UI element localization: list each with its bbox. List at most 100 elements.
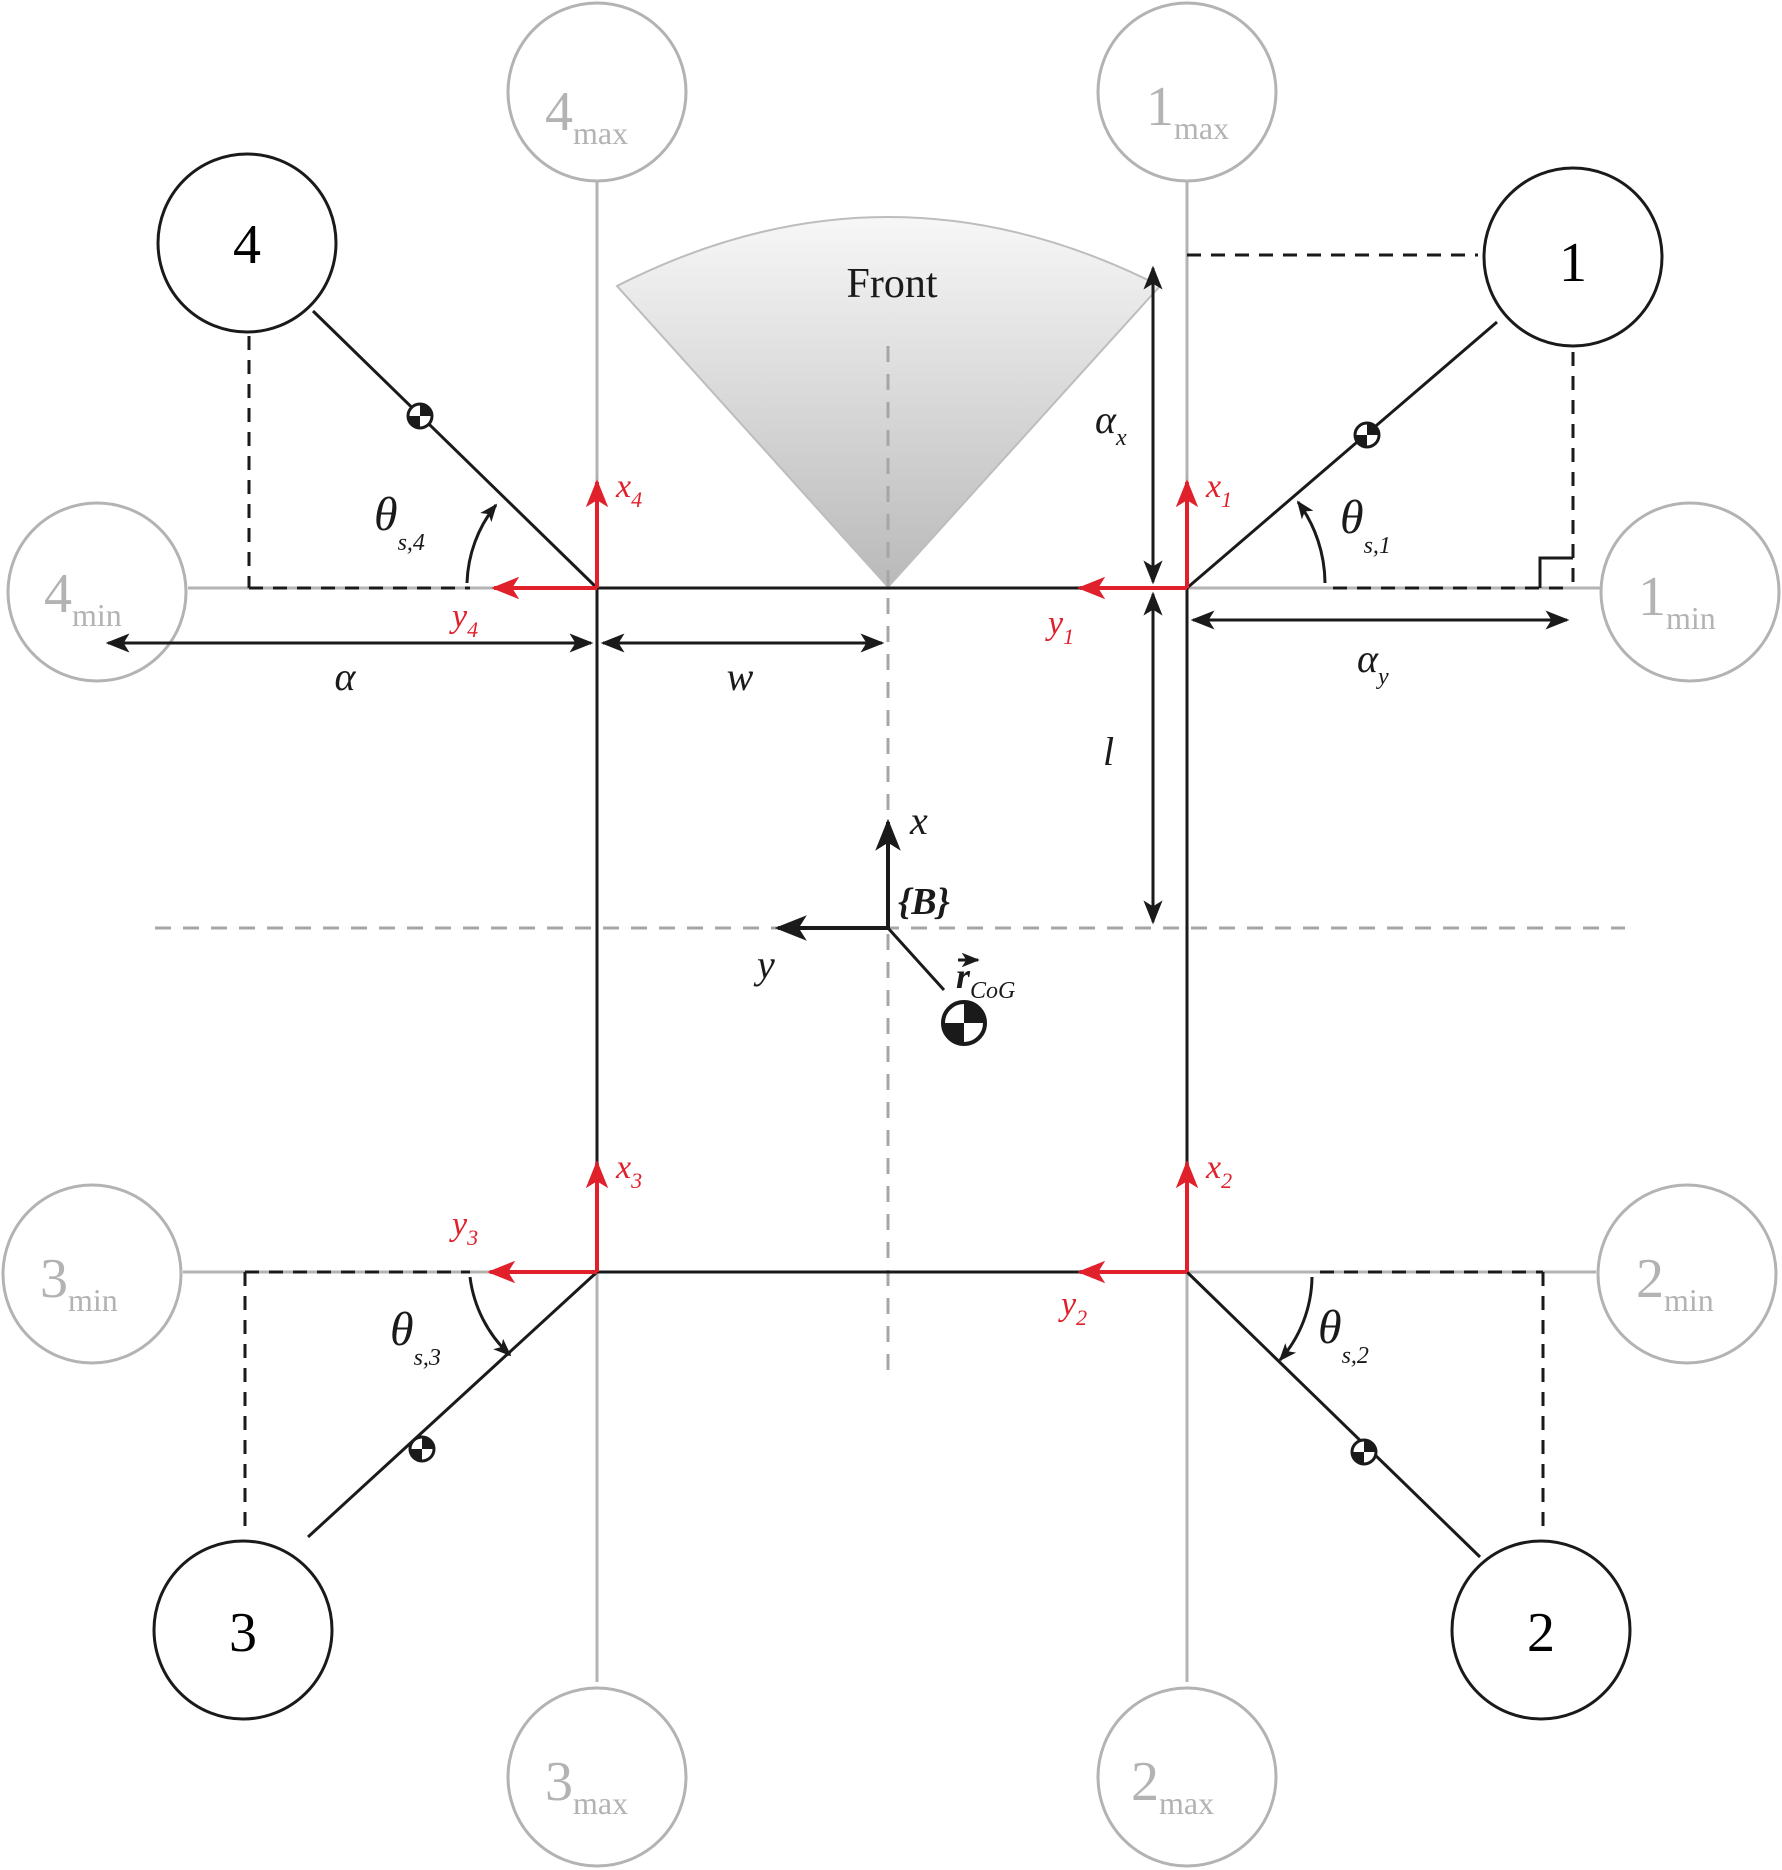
limit-circle-1max (1096, 1, 1278, 183)
body-frame (774, 818, 946, 992)
limit-label-4min: 4 (44, 563, 72, 625)
angle-label-4: θ (374, 488, 398, 541)
limit-label-2min: 2 (1636, 1248, 1664, 1310)
svg-text:2min: 2min (1636, 1248, 1714, 1318)
local-y-label-2: y (1058, 1286, 1077, 1323)
cog-vector (886, 926, 946, 992)
arm-3 (306, 1270, 599, 1539)
cog-icon-arm-4 (406, 402, 434, 430)
limit-circle-2max (1096, 1686, 1278, 1868)
angle-label-3: θ (390, 1303, 414, 1356)
local-x-sub-2: 2 (1221, 1168, 1232, 1193)
svg-text:x4: x4 (615, 468, 642, 512)
local-x-sub-3: 3 (630, 1168, 642, 1193)
rotor-label-4: 4 (233, 214, 261, 276)
dim-label-w: w (727, 654, 754, 699)
limit-circle-4min (6, 501, 188, 683)
arm-cog-markers (406, 402, 1381, 1466)
angle-arcs (465, 500, 1327, 1362)
angle-arc-1 (1296, 500, 1327, 584)
limit-sub-1max: max (1174, 110, 1229, 146)
svg-text:1min: 1min (1638, 566, 1716, 636)
right-angle-marker (1538, 556, 1573, 588)
svg-text:y2: y2 (1058, 1286, 1087, 1330)
local-y-label-3: y (449, 1206, 468, 1243)
svg-text:y3: y3 (449, 1206, 478, 1250)
cog-icon-arm-2 (1350, 1438, 1378, 1466)
limit-sub-3max: max (573, 1785, 628, 1821)
local-x-label-1: x (1205, 468, 1221, 505)
svg-text:x1: x1 (1205, 468, 1232, 512)
svg-text:2max: 2max (1131, 1751, 1214, 1821)
arm-4 (311, 309, 599, 590)
dim-sub-alpha-y: y (1376, 664, 1389, 690)
svg-text:3max: 3max (545, 1751, 628, 1821)
limit-sub-4min: min (72, 597, 122, 633)
angle-sub-2: s,2 (1342, 1343, 1369, 1369)
svg-text:y1: y1 (1045, 605, 1074, 649)
svg-text:x3: x3 (615, 1149, 642, 1193)
angle-arc-2 (1278, 1276, 1314, 1362)
angle-arc-4 (465, 503, 498, 584)
limit-labels: 4max 1max 4min 1min 3min 2min 3max 2max (40, 76, 1716, 1821)
limit-sub-2min: min (1664, 1282, 1714, 1318)
dim-label-alpha: α (335, 654, 357, 699)
local-x-sub-1: 1 (1221, 487, 1232, 512)
svg-text:αx: αx (1095, 397, 1127, 451)
rotor-2 (1450, 1539, 1632, 1721)
dim-label-alpha-y: α (1357, 636, 1379, 681)
rotor-label-2: 2 (1527, 1602, 1555, 1664)
limit-sub-2max: max (1159, 1785, 1214, 1821)
angle-label-2: θ (1318, 1301, 1342, 1354)
angle-sub-4: s,4 (398, 530, 425, 556)
svg-text:4min: 4min (44, 563, 122, 633)
rotor-1 (1482, 166, 1664, 348)
angle-arc-3 (468, 1276, 512, 1357)
svg-text:rCoG: rCoG (956, 956, 1015, 1004)
local-y-label-1: y (1045, 605, 1064, 642)
limit-circle-3min (1, 1183, 183, 1365)
svg-text:y4: y4 (449, 598, 478, 642)
local-y-sub-3: 3 (466, 1225, 478, 1250)
angle-sub-3: s,3 (414, 1345, 441, 1371)
limit-label-2max: 2 (1131, 1751, 1159, 1813)
cog-icon-arm-3 (408, 1435, 436, 1463)
dim-label-l: l (1103, 729, 1114, 774)
angle-label-1: θ (1340, 491, 1364, 544)
cog-sub: CoG (970, 978, 1015, 1004)
limit-circle-1min (1599, 501, 1781, 683)
projection-lines (243, 253, 1575, 1532)
rotor-label-1: 1 (1559, 232, 1587, 294)
local-y-sub-2: 2 (1076, 1305, 1087, 1330)
vehicle-frame (595, 586, 1189, 1274)
rotors (152, 152, 1664, 1721)
cog-icon-body (941, 1000, 987, 1046)
svg-text:αy: αy (1357, 636, 1389, 690)
svg-text:θs,1: θs,1 (1340, 491, 1391, 559)
rotor-4 (156, 152, 338, 334)
limit-label-3min: 3 (40, 1248, 68, 1310)
local-y-sub-1: 1 (1063, 624, 1074, 649)
local-x-label-4: x (615, 468, 631, 505)
arm-1 (1186, 320, 1498, 590)
svg-text:3min: 3min (40, 1248, 118, 1318)
local-x-label-2: x (1205, 1149, 1221, 1186)
limit-circle-2min (1596, 1183, 1778, 1365)
local-x-label-3: x (615, 1149, 631, 1186)
arm-2 (1185, 1270, 1482, 1559)
cog-icon-arm-1 (1353, 421, 1381, 449)
local-x-sub-4: 4 (631, 487, 642, 512)
limit-label-1max: 1 (1146, 76, 1174, 138)
limit-circle-4max (506, 1, 688, 183)
dimension-arrows (105, 265, 1570, 925)
body-axis-y-label: y (753, 942, 775, 987)
limit-circle-3max (506, 1686, 688, 1868)
local-frames (487, 479, 1199, 1284)
svg-text:θs,3: θs,3 (390, 1303, 441, 1371)
svg-text:1max: 1max (1146, 76, 1229, 146)
dim-label-alpha-x: α (1095, 397, 1117, 442)
limit-sub-3min: min (68, 1282, 118, 1318)
svg-text:4max: 4max (545, 81, 628, 151)
